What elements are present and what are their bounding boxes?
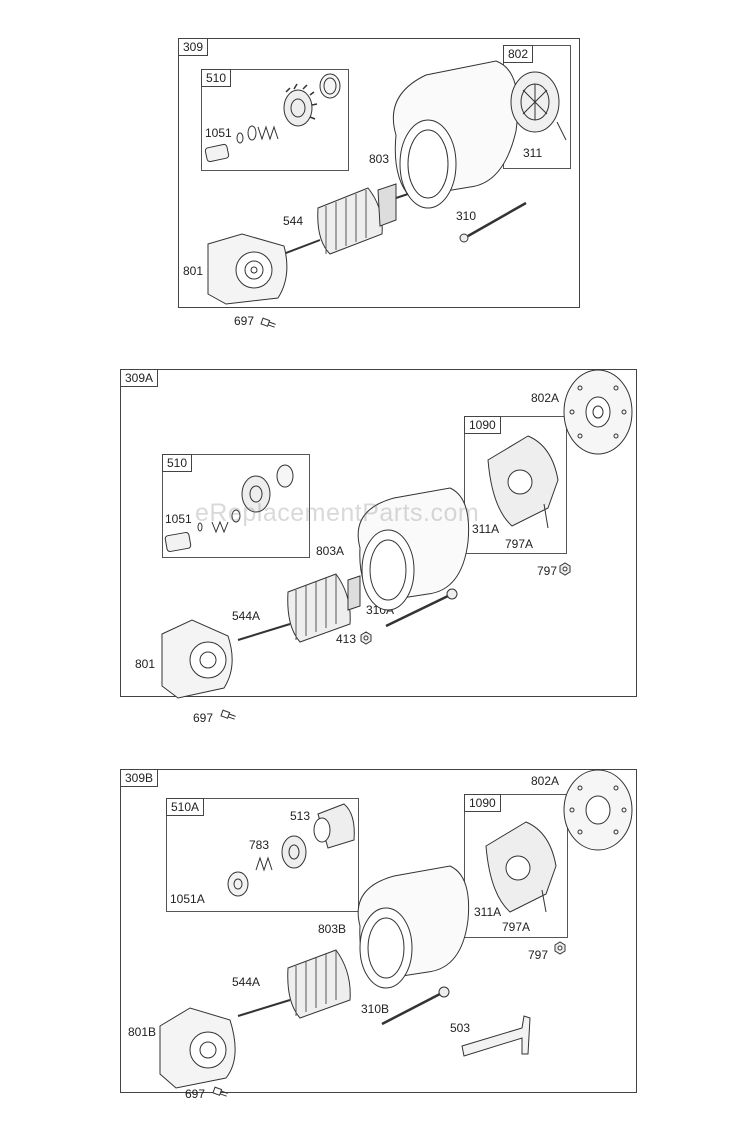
part-label-801B: 801B (128, 1025, 157, 1039)
part-label-310B: 310B (361, 1002, 390, 1016)
part-label-1051A: 1051A (170, 892, 205, 906)
part-label-801: 801 (135, 657, 156, 671)
part-label-311A: 311A (474, 905, 502, 919)
subassembly-tag: 510 (162, 454, 193, 472)
panel-309A-parts (161, 369, 633, 722)
part-label-797: 797 (528, 948, 549, 962)
panel-tag: 309A (120, 369, 159, 387)
part-label-797: 797 (537, 564, 558, 578)
pinion-gear-icon (281, 835, 307, 869)
part-label-310: 310 (456, 209, 477, 223)
armature-icon (317, 187, 383, 255)
part-label-797A: 797A (505, 537, 534, 551)
part-label-544: 544 (283, 214, 304, 228)
bracket-icon (461, 1015, 531, 1057)
subassembly-tag: 510A (166, 798, 205, 816)
part-label-783: 783 (249, 838, 270, 852)
panel-309B-parts (159, 769, 633, 1099)
panel-tag: 309 (178, 38, 209, 56)
spring-icon (257, 125, 279, 141)
part-label-802A: 802A (531, 391, 560, 405)
pinion-gear-icon (241, 475, 271, 513)
part-label-1051: 1051 (205, 126, 232, 140)
part-label-803B: 803B (318, 922, 347, 936)
part-label-803A: 803A (316, 544, 345, 558)
panel-tag: 309B (120, 769, 159, 787)
part-label-697: 697 (185, 1087, 206, 1101)
spring-icon (211, 520, 229, 534)
part-label-697: 697 (234, 314, 255, 328)
armature-icon (287, 949, 351, 1019)
subassembly-tag: 1090 (464, 794, 501, 812)
subassembly-tag: 802 (503, 45, 534, 63)
part-label-413: 413 (336, 632, 357, 646)
subassembly-tag: 510 (201, 69, 232, 87)
sleeve-icon (164, 532, 192, 552)
part-label-503: 503 (450, 1021, 471, 1035)
part-label-801: 801 (183, 264, 204, 278)
part-label-697: 697 (193, 711, 214, 725)
spring-icon (255, 856, 273, 872)
pinion-gear-icon (283, 89, 313, 127)
part-label-803: 803 (369, 152, 390, 166)
armature-icon (287, 573, 351, 643)
subassembly-tag: 1090 (464, 416, 501, 434)
panel-309-parts (204, 60, 567, 330)
part-label-544A: 544A (232, 975, 261, 989)
part-label-802A: 802A (531, 774, 560, 788)
part-label-1051: 1051 (165, 512, 192, 526)
part-label-797A: 797A (502, 920, 531, 934)
sleeve-icon (204, 143, 230, 163)
part-label-311: 311 (523, 146, 543, 160)
part-label-544A: 544A (232, 609, 261, 623)
part-label-311A: 311A (472, 522, 500, 536)
part-label-513: 513 (290, 809, 311, 823)
